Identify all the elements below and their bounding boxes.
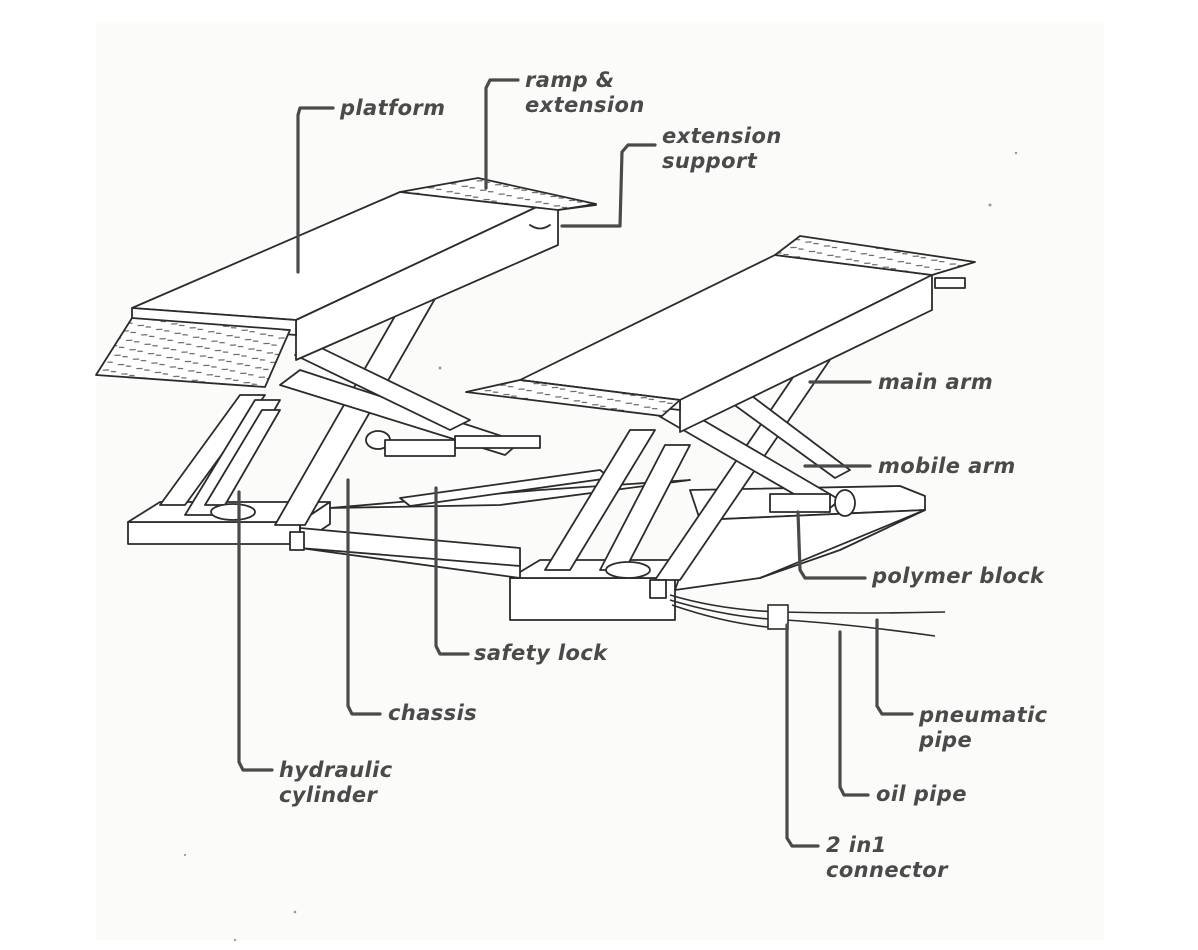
right-rear-ramp xyxy=(774,235,976,276)
label-ramp-extension: ramp & extension xyxy=(525,68,645,117)
paper-specks xyxy=(183,151,1018,942)
label-platform: platform xyxy=(340,96,446,120)
left-hydraulic-cylinder xyxy=(204,409,281,506)
label-2-in-1-connector: 2 in1 connector xyxy=(826,833,948,882)
left-rear-ramp xyxy=(399,177,597,211)
label-chassis: chassis xyxy=(388,701,478,725)
label-main-arm: main arm xyxy=(878,370,994,394)
label-extension-support: extension support xyxy=(662,124,782,173)
connector-shape xyxy=(767,604,789,630)
right-front-ramp xyxy=(465,379,681,417)
label-pneumatic-pipe: pneumatic pipe xyxy=(919,703,1048,752)
label-hydraulic-cylinder: hydraulic cylinder xyxy=(279,758,393,807)
label-polymer-block: polymer block xyxy=(872,564,1045,588)
leader-lines xyxy=(237,78,914,848)
pipes xyxy=(669,594,946,637)
label-oil-pipe: oil pipe xyxy=(876,782,967,806)
left-platform xyxy=(95,177,597,388)
polymer-block-shape xyxy=(769,493,831,513)
right-platform xyxy=(465,235,976,433)
label-safety-lock: safety lock xyxy=(474,641,608,665)
left-front-ramp xyxy=(95,317,291,388)
label-mobile-arm: mobile arm xyxy=(878,454,1016,478)
